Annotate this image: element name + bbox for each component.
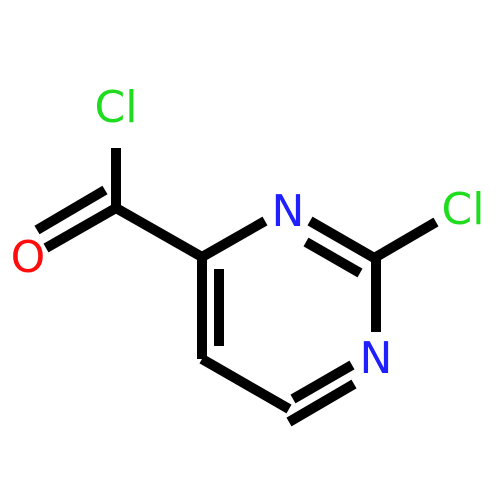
atom-n3: N [272,186,305,237]
bond-n1-c6-1 [286,379,357,427]
bond-carbonyl-o-1 [43,203,119,253]
bond-n3-c2-2 [303,237,363,278]
bond-n3-c2-1 [307,216,379,264]
bond-carbonyl-o-2 [34,185,108,235]
atom-o-carbonyl: O [11,232,46,283]
atom-labels: Cl O N N Cl [11,82,485,384]
bond-c6-c5 [199,354,292,414]
bond-c2-cl [373,217,439,262]
bond-n1-c6-2 [290,360,355,404]
atom-cl-acyl: Cl [95,82,138,133]
bonds [34,148,439,427]
atom-n1: N [360,333,393,384]
atom-cl-ring: Cl [442,184,485,235]
bond-carbonyl-c4 [113,203,205,262]
bond-c4-n3 [199,216,268,262]
